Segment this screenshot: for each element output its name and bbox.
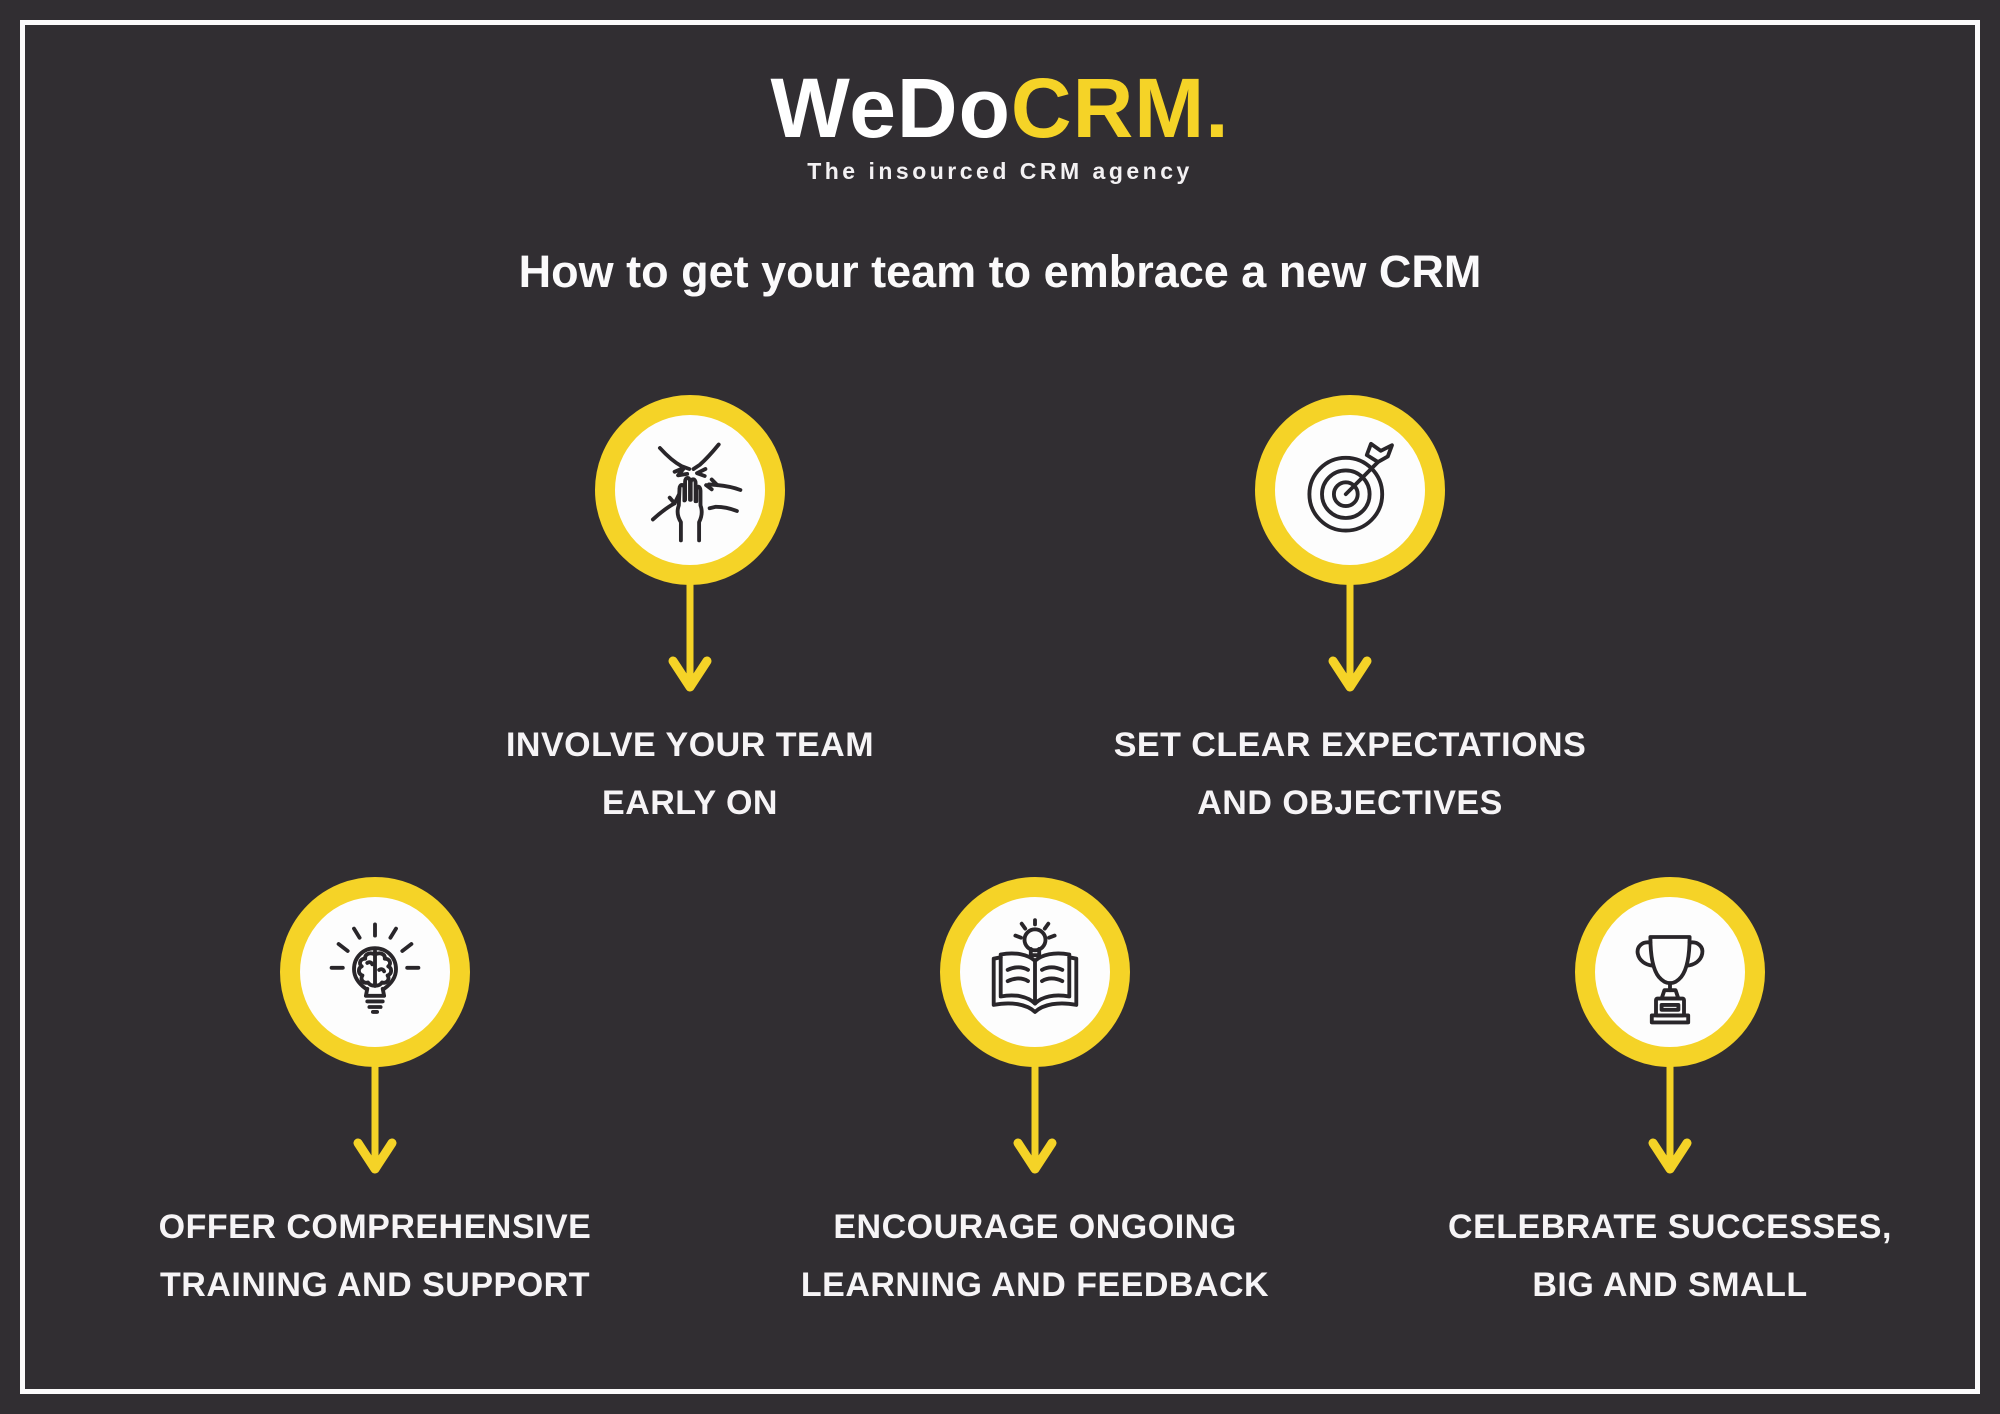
open-book-lightbulb-badge bbox=[940, 877, 1130, 1067]
step-label: CELEBRATE SUCCESSES, BIG AND SMALL bbox=[1448, 1199, 1892, 1315]
hands-together-badge bbox=[595, 395, 785, 585]
trophy-icon bbox=[1635, 935, 1705, 1025]
step-set-expectations: SET CLEAR EXPECTATIONS AND OBJECTIVES bbox=[1030, 395, 1670, 833]
step-label-line1: CELEBRATE SUCCESSES, bbox=[1448, 1208, 1892, 1246]
step-label-line2: LEARNING AND FEEDBACK bbox=[800, 1265, 1270, 1304]
down-arrow-icon bbox=[1013, 1065, 1057, 1174]
step-label-line2: EARLY ON bbox=[602, 783, 778, 822]
step-celebrate-successes: CELEBRATE SUCCESSES, BIG AND SMALL bbox=[1350, 877, 1990, 1315]
brain-lightbulb-badge bbox=[280, 877, 470, 1067]
step-label: OFFER COMPREHENSIVE TRAINING AND SUPPORT bbox=[159, 1199, 592, 1315]
step-label-line1: INVOLVE YOUR TEAM bbox=[505, 726, 875, 764]
down-arrow-icon bbox=[353, 1065, 397, 1174]
step-label: ENCOURAGE ONGOING LEARNING AND FEEDBACK bbox=[801, 1199, 1269, 1315]
target-bullseye-badge bbox=[1255, 395, 1445, 585]
step-label: SET CLEAR EXPECTATIONS AND OBJECTIVES bbox=[1114, 717, 1587, 833]
step-label-line1: OFFER COMPREHENSIVE bbox=[158, 1208, 592, 1246]
down-arrow-icon bbox=[1328, 583, 1372, 692]
step-label-line2: AND OBJECTIVES bbox=[1197, 783, 1503, 822]
hands-together-icon bbox=[650, 442, 743, 543]
down-arrow-icon bbox=[668, 583, 712, 692]
down-arrow-icon bbox=[1648, 1065, 1692, 1174]
brand-logo: WeDoCRM. bbox=[0, 62, 2000, 154]
trophy-badge bbox=[1575, 877, 1765, 1067]
open-book-lightbulb-icon bbox=[991, 918, 1079, 1014]
step-offer-training: OFFER COMPREHENSIVE TRAINING AND SUPPORT bbox=[55, 877, 695, 1315]
brain-lightbulb-icon bbox=[329, 922, 421, 1014]
target-bullseye-icon bbox=[1307, 441, 1394, 533]
step-label-line1: ENCOURAGE ONGOING bbox=[833, 1208, 1237, 1246]
step-label-line2: BIG AND SMALL bbox=[1532, 1265, 1808, 1304]
logo-text-wedo: WeDo bbox=[770, 61, 1011, 155]
step-label-line1: SET CLEAR EXPECTATIONS bbox=[1113, 726, 1587, 764]
header: WeDoCRM. The insourced CRM agency bbox=[0, 62, 2000, 185]
step-involve-team: INVOLVE YOUR TEAM EARLY ON bbox=[370, 395, 1010, 833]
step-label-line2: TRAINING AND SUPPORT bbox=[160, 1265, 590, 1304]
step-encourage-learning: ENCOURAGE ONGOING LEARNING AND FEEDBACK bbox=[715, 877, 1355, 1315]
logo-text-crm: CRM. bbox=[1010, 61, 1230, 155]
brand-tagline: The insourced CRM agency bbox=[807, 158, 1193, 185]
page-title: How to get your team to embrace a new CR… bbox=[518, 246, 1482, 297]
step-label: INVOLVE YOUR TEAM EARLY ON bbox=[506, 717, 874, 833]
